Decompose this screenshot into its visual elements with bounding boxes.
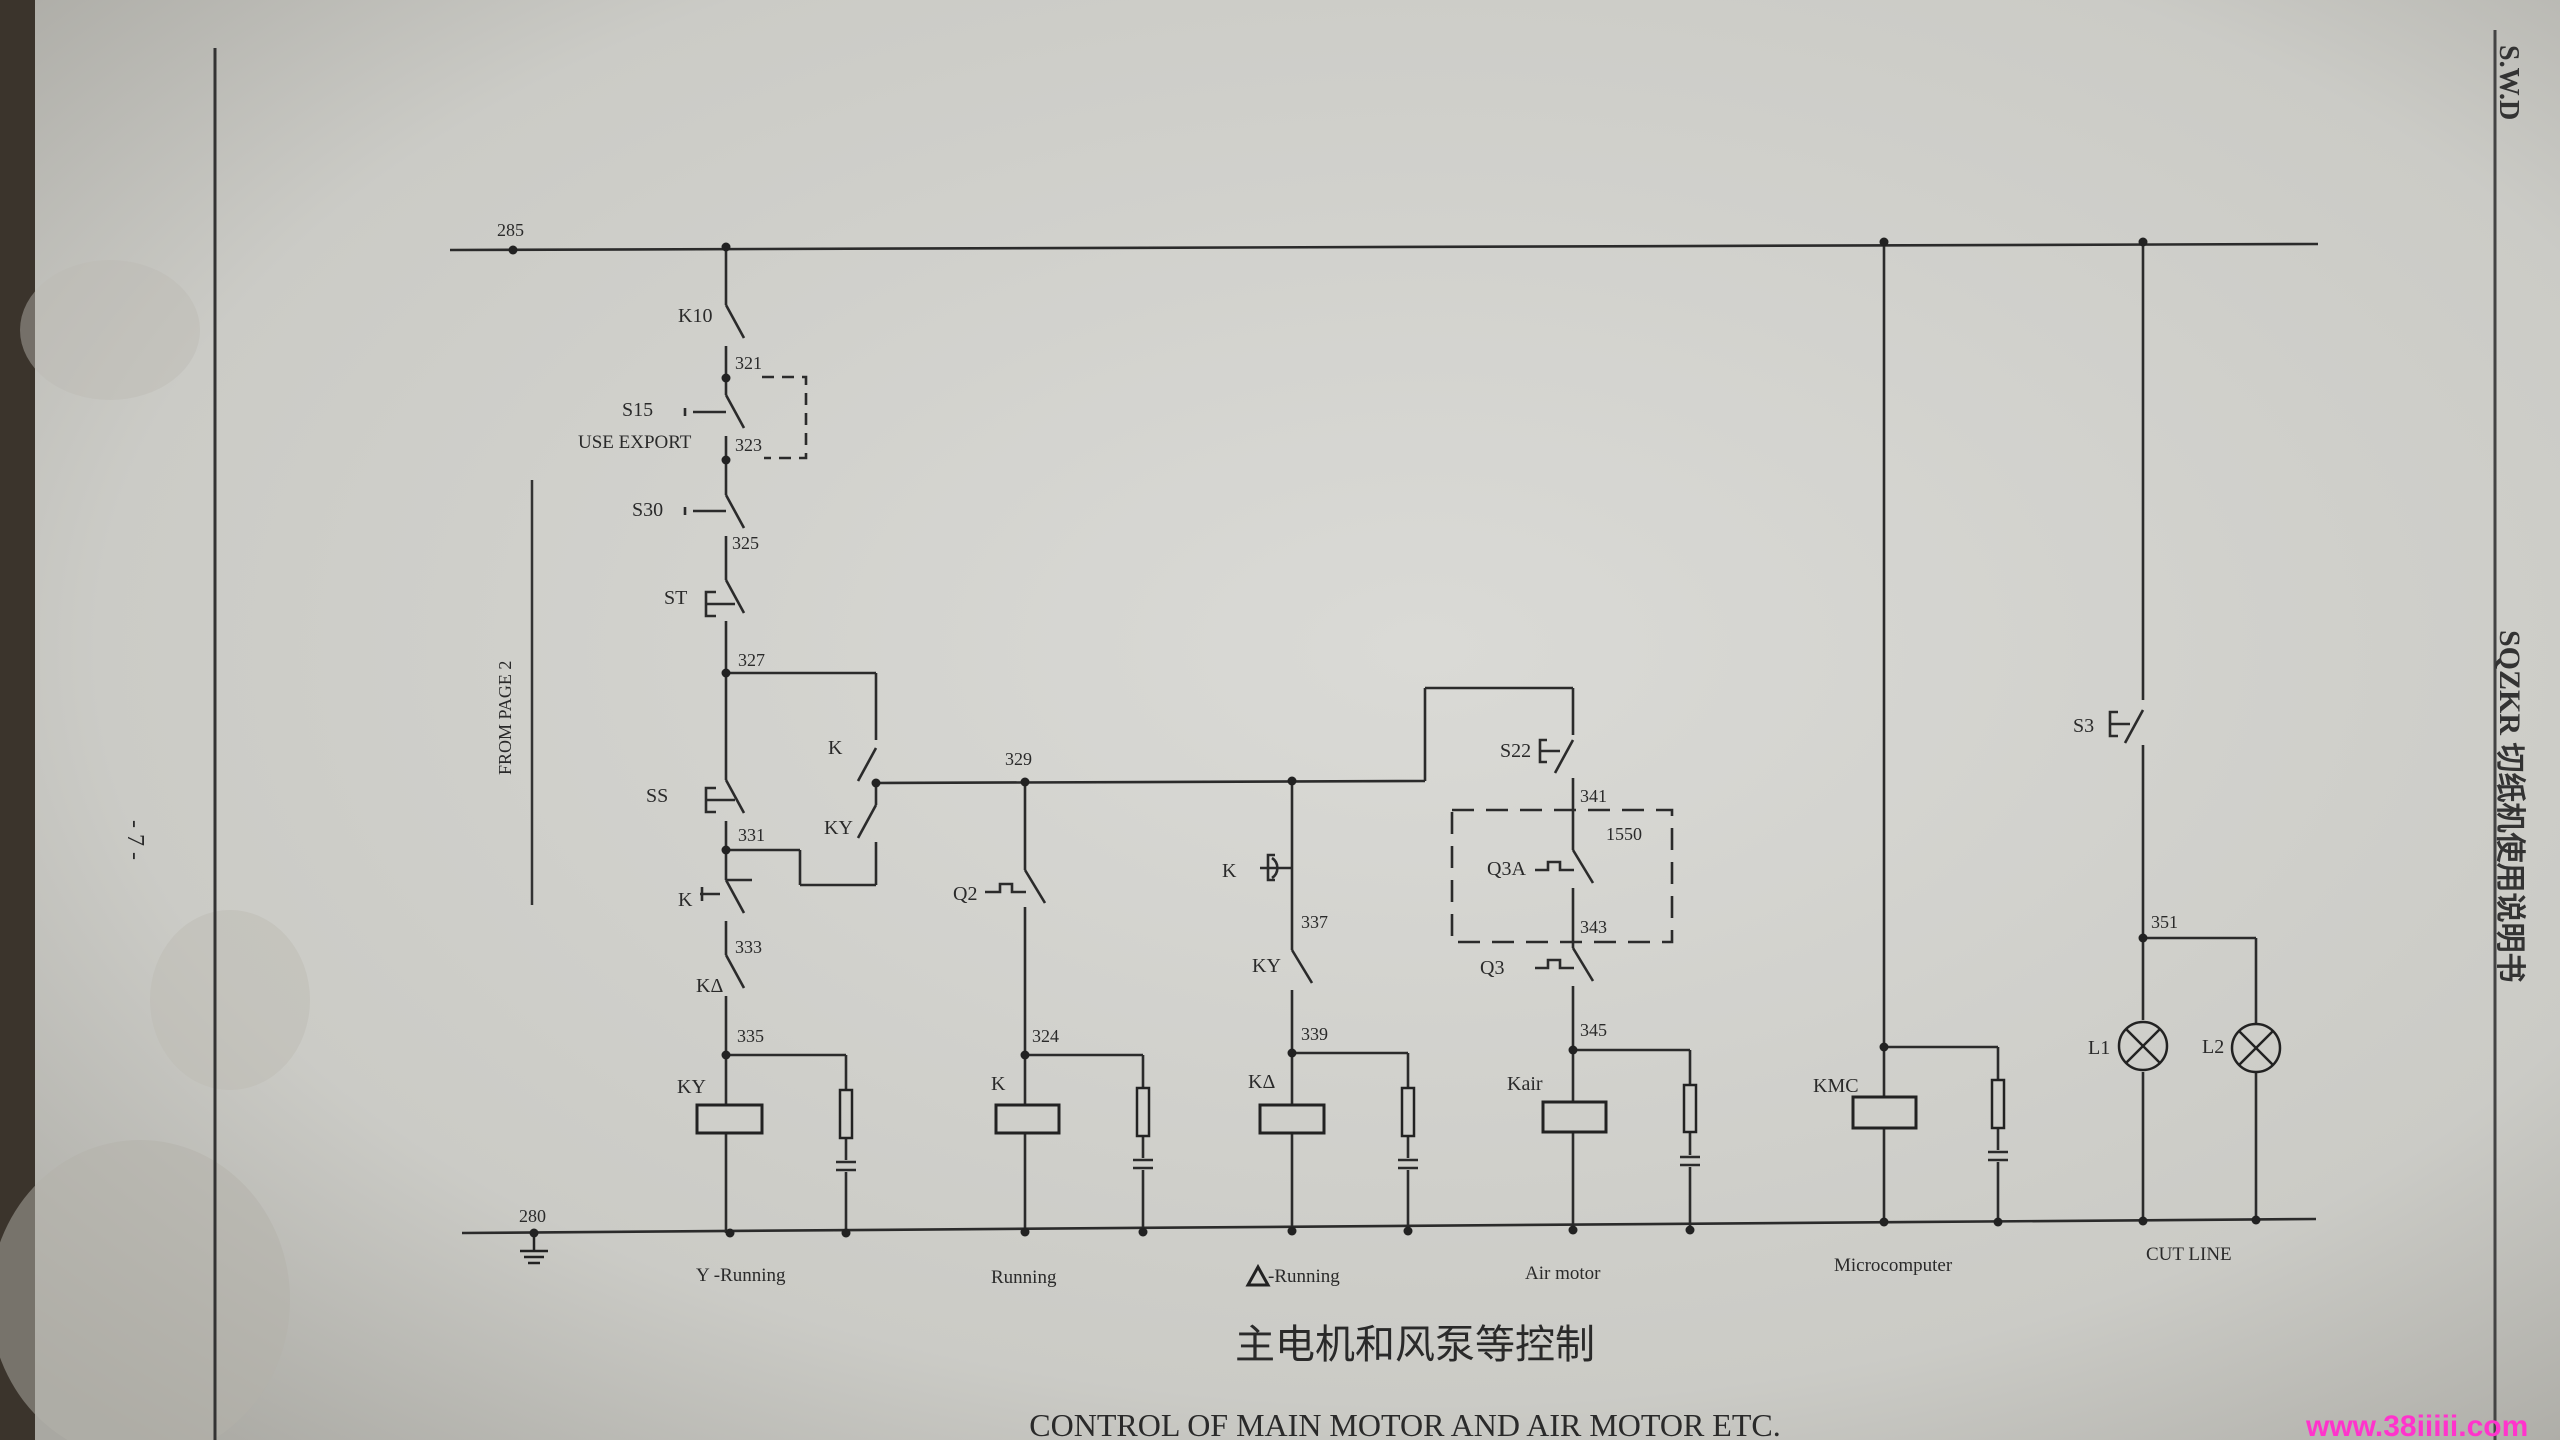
node-333: 333 bbox=[735, 937, 762, 957]
title-chinese: 主电机和风泵等控制 bbox=[1235, 1322, 1595, 1367]
node-337: 337 bbox=[1301, 912, 1328, 932]
caption-delta-running: -Running bbox=[1268, 1266, 1340, 1287]
node-341: 341 bbox=[1580, 786, 1607, 806]
lamp-l2 bbox=[2230, 1022, 2282, 1074]
snubber-resistors bbox=[838, 1078, 2006, 1140]
node-1550: 1550 bbox=[1606, 824, 1642, 844]
label-k10: K10 bbox=[678, 305, 712, 327]
from-page-note: FROM PAGE 2 bbox=[495, 661, 515, 775]
node-335: 335 bbox=[737, 1026, 764, 1046]
node-280: 280 bbox=[519, 1206, 546, 1226]
wiring bbox=[449, 242, 2319, 1235]
node-285: 285 bbox=[497, 220, 524, 240]
label-s15: S15 bbox=[622, 399, 653, 421]
label-q2: Q2 bbox=[953, 883, 977, 905]
label-k-timer: K bbox=[1222, 860, 1237, 882]
caption-cut-line: CUT LINE bbox=[2146, 1244, 2232, 1265]
label-s30: S30 bbox=[632, 499, 663, 521]
margin-header-swd: S.W.D bbox=[2493, 45, 2524, 120]
label-s3: S3 bbox=[2073, 715, 2094, 737]
label-k-parallel: K bbox=[828, 737, 843, 759]
label-ky-nc: KY bbox=[1252, 955, 1281, 977]
title-english: CONTROL OF MAIN MOTOR AND AIR MOTOR ETC. bbox=[1029, 1407, 1780, 1440]
node-329: 329 bbox=[1005, 749, 1032, 769]
coil-ky bbox=[695, 1103, 764, 1135]
node-331: 331 bbox=[738, 825, 765, 845]
node-labels: 321 323 325 327 329 331 333 335 324 337 … bbox=[732, 353, 2178, 1046]
margin-manual-title: SQZKR 切纸机使用说明书 bbox=[2493, 630, 2526, 983]
node-327: 327 bbox=[738, 650, 765, 670]
label-use-export: USE EXPORT bbox=[578, 432, 692, 453]
label-ky-parallel: KY bbox=[824, 817, 853, 839]
column-captions: Y -Running Running -Running Air motor Mi… bbox=[696, 1244, 2232, 1288]
paper-sheet bbox=[35, 0, 2560, 1440]
label-coil-kd: KΔ bbox=[1248, 1071, 1275, 1093]
coil-kair bbox=[1541, 1100, 1608, 1134]
caption-air-motor: Air motor bbox=[1525, 1263, 1601, 1284]
component-labels: K10 S15 USE EXPORT S30 ST SS K KΔ K KY Q… bbox=[578, 305, 2224, 1098]
lamps bbox=[2117, 1020, 2282, 1074]
node-343: 343 bbox=[1580, 917, 1607, 937]
label-coil-ky: KY bbox=[677, 1076, 706, 1098]
node-324: 324 bbox=[1032, 1026, 1059, 1046]
label-k-nc: K bbox=[678, 889, 693, 911]
caption-running: Running bbox=[991, 1267, 1057, 1288]
label-q3: Q3 bbox=[1480, 957, 1504, 979]
label-lamp-l2: L2 bbox=[2202, 1036, 2224, 1058]
coil-kmc bbox=[1851, 1095, 1918, 1130]
junction-dots bbox=[508, 237, 2261, 1238]
label-ss: SS bbox=[646, 785, 668, 807]
caption-microcomputer: Microcomputer bbox=[1834, 1255, 1953, 1276]
node-351: 351 bbox=[2151, 912, 2178, 932]
watermark-text: www.38iiiii.com bbox=[2305, 1410, 2528, 1440]
label-s22: S22 bbox=[1500, 740, 1531, 762]
coil-k-delta bbox=[1258, 1103, 1326, 1135]
label-coil-k: K bbox=[991, 1073, 1006, 1095]
label-k-delta: KΔ bbox=[696, 975, 723, 997]
coil-k bbox=[994, 1103, 1061, 1135]
label-q3a: Q3A bbox=[1487, 858, 1526, 880]
lamp-l1 bbox=[2117, 1020, 2169, 1072]
page-number: - 7 - bbox=[122, 820, 148, 860]
label-coil-kmc: KMC bbox=[1813, 1075, 1859, 1097]
node-325: 325 bbox=[732, 533, 759, 553]
node-339: 339 bbox=[1301, 1024, 1328, 1044]
relay-coils bbox=[695, 1095, 1918, 1135]
label-coil-kair: Kair bbox=[1507, 1073, 1543, 1095]
node-323: 323 bbox=[735, 435, 762, 455]
caption-y-running: Y -Running bbox=[696, 1265, 786, 1286]
label-lamp-l1: L1 bbox=[2088, 1037, 2110, 1059]
label-st: ST bbox=[664, 587, 687, 609]
node-321: 321 bbox=[735, 353, 762, 373]
node-345: 345 bbox=[1580, 1020, 1607, 1040]
